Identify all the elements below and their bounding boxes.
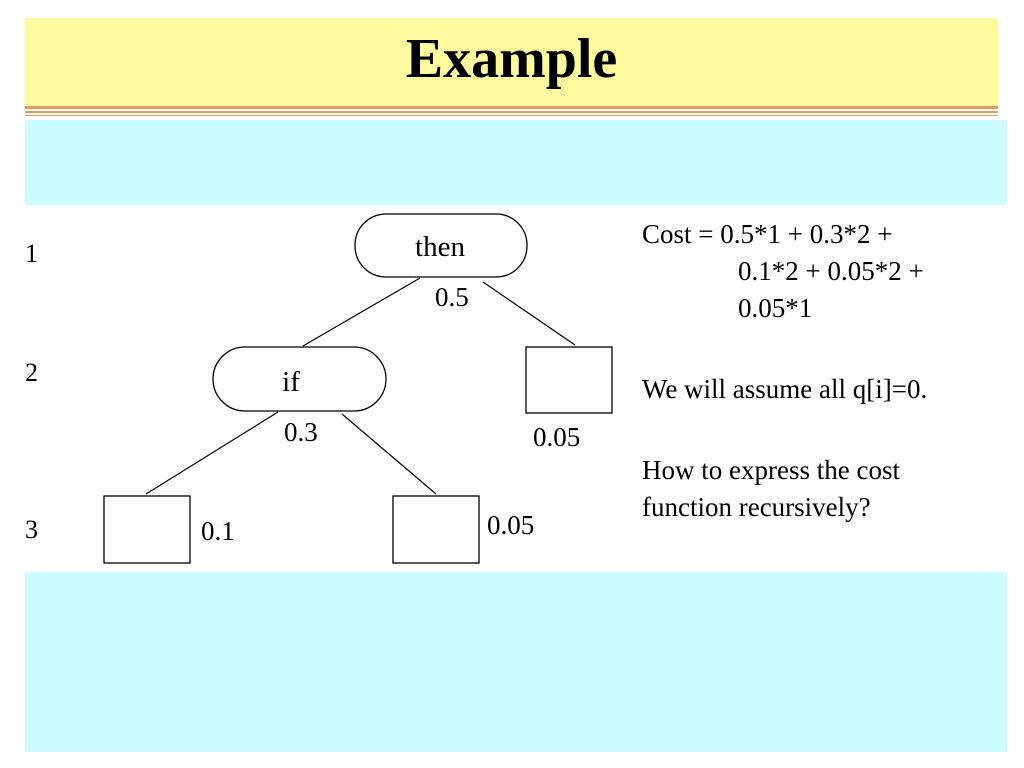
slide-title: Example	[405, 28, 618, 90]
tree-leaf	[525, 346, 613, 414]
probability-label: 0.05	[533, 422, 580, 452]
title-bar: Example	[25, 18, 998, 106]
level-label: 2	[25, 358, 38, 387]
cost-formula: Cost = 0.5*1 + 0.3*2 + 0.1*2 + 0.05*2 + …	[642, 216, 924, 327]
cost-line: 0.1*2 + 0.05*2 +	[738, 256, 924, 286]
tree-leaf	[103, 495, 191, 564]
title-rule	[25, 106, 998, 109]
title-rule	[25, 111, 998, 113]
question-line: function recursively?	[642, 492, 871, 522]
top-band	[25, 120, 1007, 205]
tree-edge	[145, 411, 279, 495]
cost-line: Cost = 0.5*1 + 0.3*2 +	[642, 219, 893, 249]
level-label: 1	[25, 239, 38, 268]
cost-line: 0.05*1	[738, 293, 813, 323]
title-rule	[25, 115, 998, 116]
tree-node-root	[354, 213, 528, 278]
probability-label: 0.5	[435, 282, 469, 312]
level-label: 3	[25, 515, 38, 544]
tree-node-internal	[212, 346, 387, 412]
assumption-text: We will assume all q[i]=0.	[642, 374, 928, 404]
tree-edge	[302, 277, 421, 347]
node-label: if	[282, 366, 300, 398]
tree-edge	[341, 413, 437, 495]
probability-label: 0.1	[201, 516, 235, 546]
probability-label: 0.05	[487, 510, 534, 540]
question-line: How to express the cost	[642, 455, 900, 485]
node-label: then	[415, 231, 465, 263]
bottom-band	[25, 572, 1007, 752]
probability-label: 0.3	[284, 417, 318, 447]
question-text: How to express the cost function recursi…	[642, 452, 900, 526]
tree-edge	[482, 281, 576, 346]
tree-leaf	[392, 495, 480, 564]
